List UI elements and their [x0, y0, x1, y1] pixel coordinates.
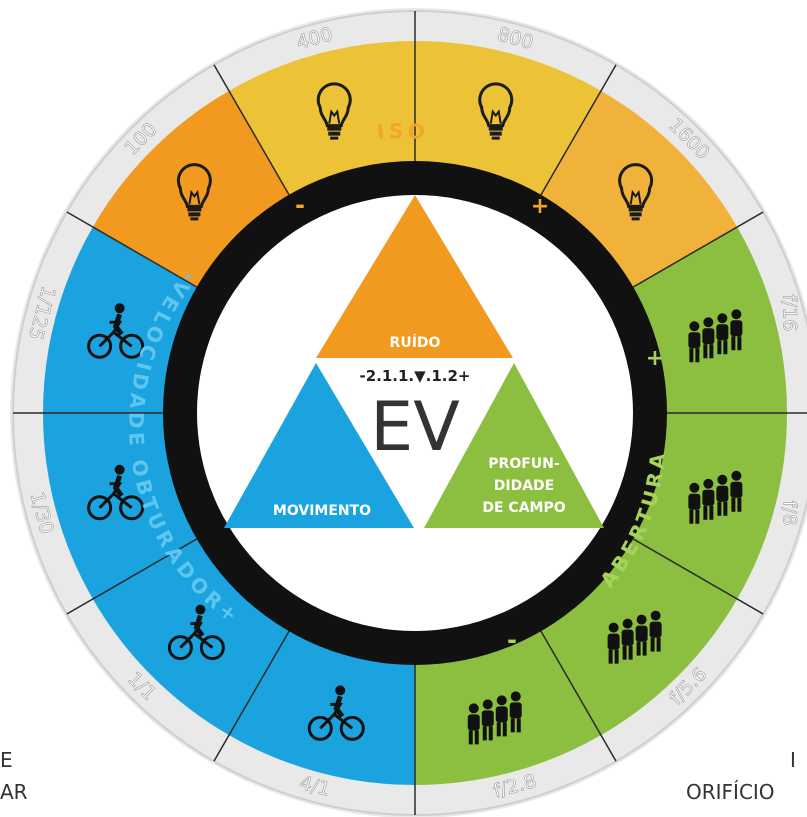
aperture-plus: + — [646, 346, 664, 371]
segment-divider — [539, 64, 617, 197]
aperture-value-label: f/8 — [778, 501, 800, 526]
lightbulb-icon — [316, 82, 352, 140]
left-fragment-2: AR — [0, 780, 28, 804]
label-depth-3: DE CAMPO — [482, 500, 565, 516]
segment-divider — [213, 64, 291, 197]
wheel-segments — [43, 41, 787, 785]
right-fragment-2: ORIFÍCIO — [686, 780, 775, 804]
lightbulb-icon — [478, 82, 514, 140]
segment-sh-8 — [229, 629, 415, 785]
label-depth-1: PROFUN- — [488, 456, 560, 472]
ring-label-iso: ISO — [376, 119, 430, 144]
segment-divider — [539, 629, 617, 762]
lightbulb-icon — [176, 163, 212, 221]
cyclist-icon — [307, 685, 365, 741]
lightbulb-icon — [618, 163, 654, 221]
label-depth-2: DIDADE — [494, 478, 554, 494]
segment-divider — [213, 629, 291, 762]
segment-divider — [66, 537, 199, 615]
segment-iso-3 — [540, 90, 738, 288]
people-group-icon — [607, 610, 662, 664]
label-noise: RUÍDO — [390, 334, 441, 351]
right-fragment-1: I — [790, 748, 796, 772]
cyclist-icon — [87, 303, 145, 359]
aperture-value-label: f/16 — [778, 294, 800, 331]
label-movement: MOVIMENTO — [273, 503, 371, 519]
segment-iso-2 — [415, 41, 601, 197]
segment-iso-1 — [229, 41, 415, 197]
triangle-left-movement — [224, 363, 414, 528]
iso-plus: + — [531, 194, 549, 219]
segment-divider — [631, 537, 764, 615]
cyclist-icon — [87, 464, 145, 521]
segment-divider — [66, 211, 199, 289]
iso-minus: - — [295, 191, 305, 219]
triangle-top-noise — [316, 195, 513, 358]
ev-label: EV — [370, 388, 459, 467]
people-group-icon — [467, 691, 522, 745]
segment-iso-0 — [92, 90, 290, 288]
segment-divider — [631, 211, 764, 289]
cyclist-icon — [167, 604, 225, 661]
ev-scale: -2.1.1.▼.1.2+ — [359, 367, 470, 385]
people-group-icon — [688, 309, 743, 363]
people-group-icon — [688, 470, 743, 524]
aperture-minus: - — [507, 626, 517, 654]
segment-sh-11 — [43, 227, 199, 413]
segment-dividers — [13, 11, 807, 815]
triangle-right-depth — [424, 363, 604, 528]
left-fragment-1: E — [0, 748, 13, 772]
segment-ap-7 — [415, 629, 601, 785]
segment-ap-5 — [631, 413, 787, 599]
